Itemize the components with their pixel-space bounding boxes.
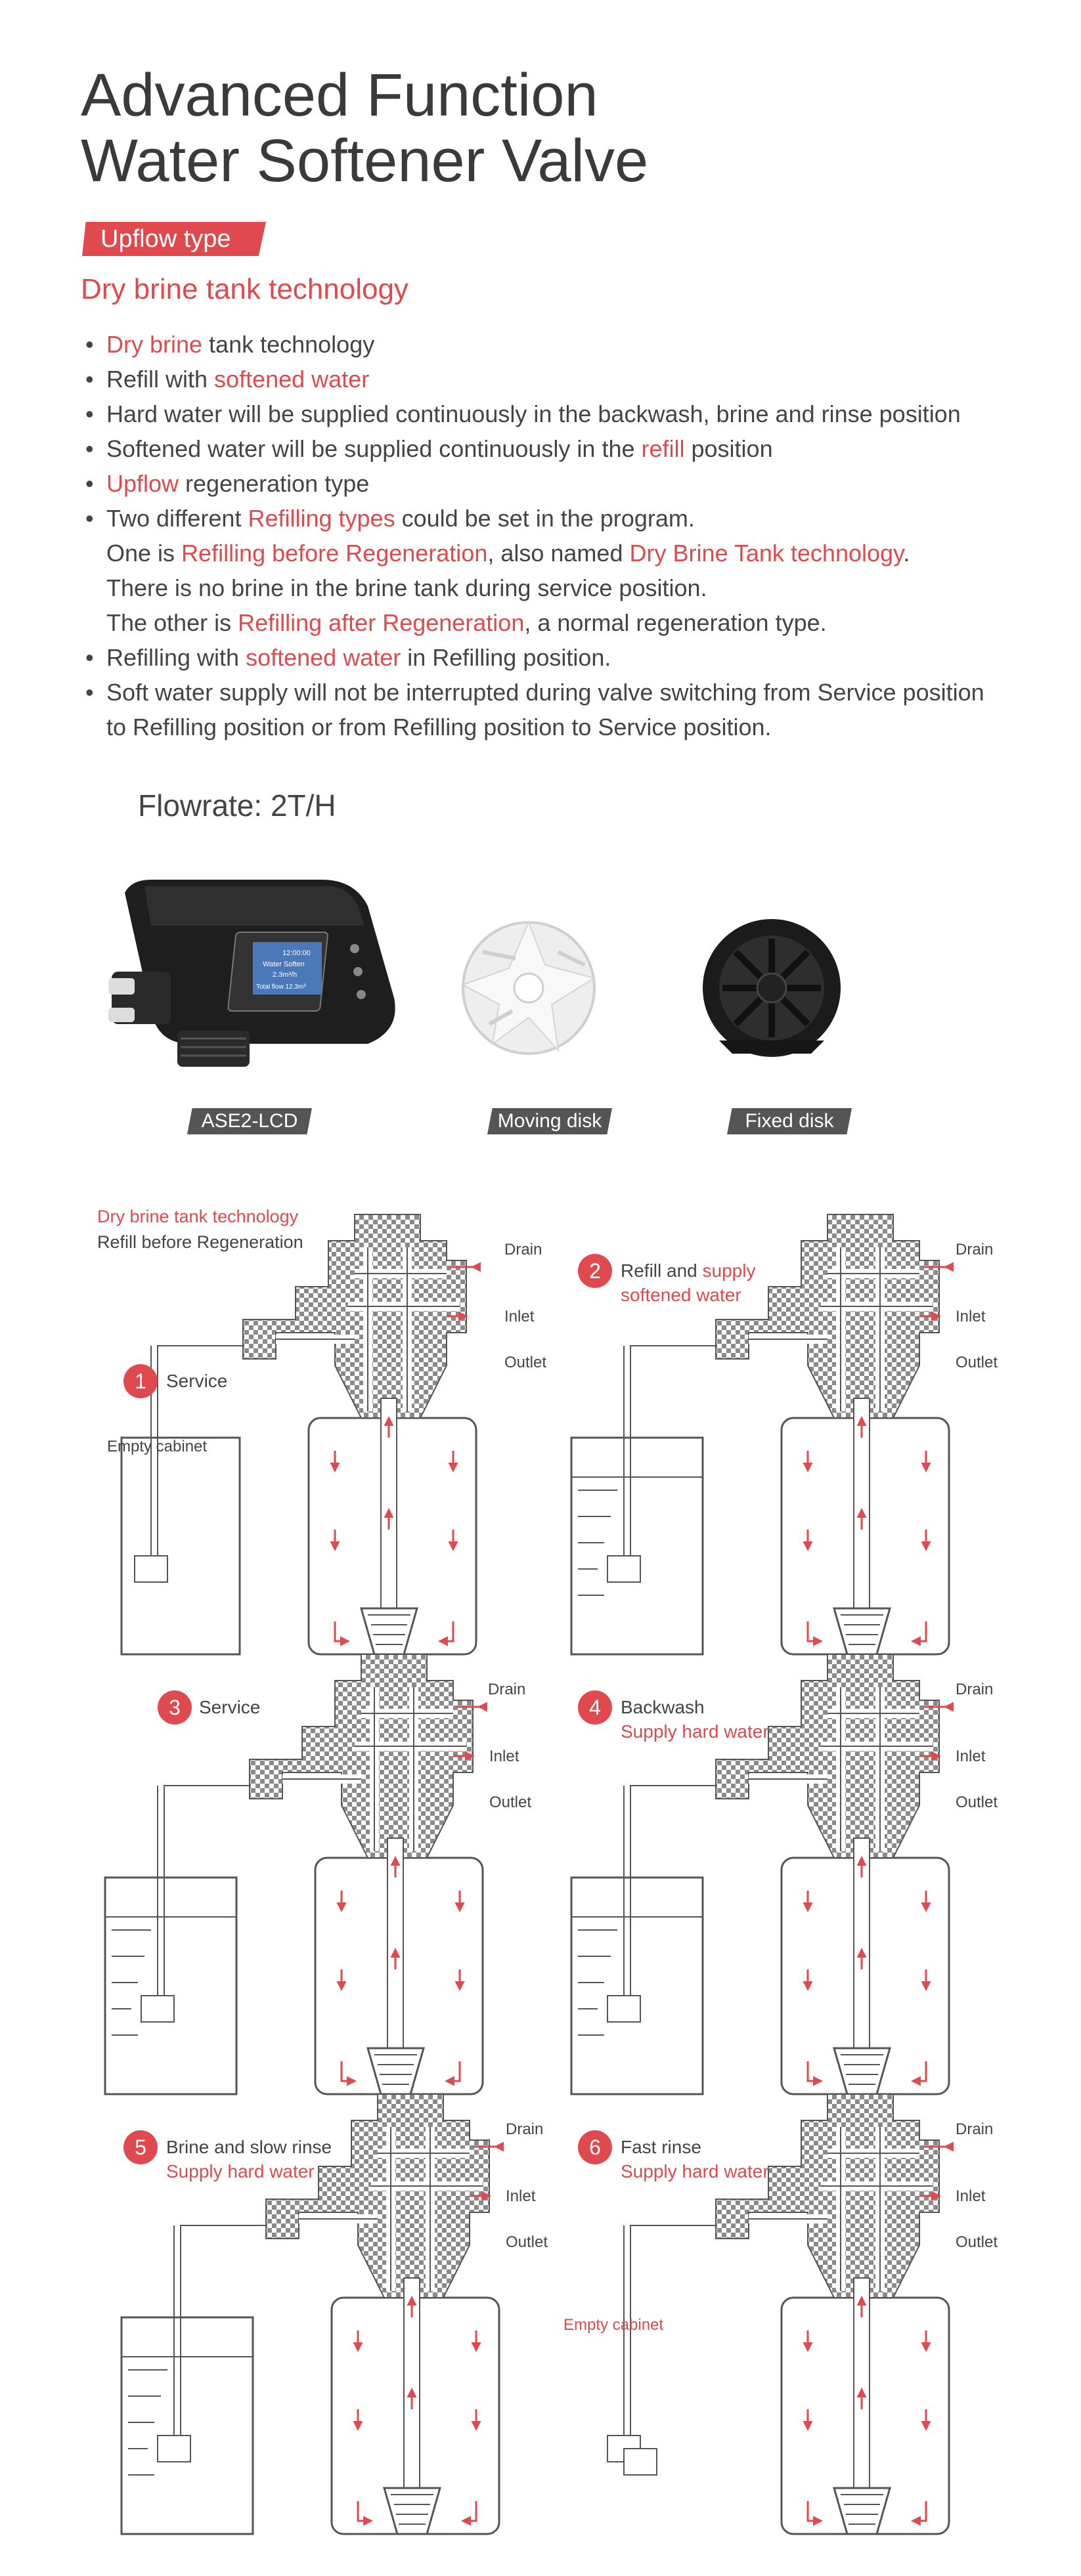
empty-cabinet-label-red: Empty cabinet: [563, 2316, 664, 2334]
step-number-5: 5: [123, 2130, 158, 2164]
list-item: Soft water supply will not be interrupte…: [80, 675, 1046, 744]
diagram-intro-red: Dry brine tank technology: [97, 1207, 299, 1226]
subhead: Dry brine tank technology: [81, 273, 408, 305]
page-title: Advanced Function Water Softener Valve: [81, 62, 648, 194]
diagram-intro: Refill before Regeneration: [97, 1232, 303, 1252]
step-number-3: 3: [158, 1690, 192, 1725]
drain-label-6: Drain: [956, 2120, 994, 2138]
product-label-valve: ASE2-LCD: [187, 1108, 312, 1134]
drain-label-4: Drain: [956, 1681, 994, 1698]
inlet-label-4: Inlet: [956, 1748, 986, 1765]
list-item: Refilling with softened water in Refilli…: [80, 640, 1046, 675]
product-label-moving-disk: Moving disk: [487, 1108, 612, 1134]
outlet-label-6: Outlet: [956, 2233, 998, 2251]
upflow-type-tag: Upflow type: [82, 222, 266, 256]
drain-label-1: Drain: [504, 1241, 542, 1258]
step-label-2-line-2: softened water: [621, 1285, 741, 1305]
inlet-label-2: Inlet: [956, 1308, 986, 1325]
lcd-line-1: 12:00:00: [282, 949, 311, 957]
inlet-label-1: Inlet: [504, 1308, 535, 1325]
fixed-disk-image: [703, 919, 841, 1057]
step-label-5: Brine and slow rinse: [166, 2137, 332, 2157]
title-line-1: Advanced Function: [81, 62, 598, 129]
valve-controller-image: 12:00:00 Water Soften 2.3m³/h Total flow…: [108, 880, 395, 1067]
product-label-fixed-disk: Fixed disk: [727, 1108, 852, 1134]
step-number-1: 1: [123, 1364, 158, 1398]
lcd-line-3: 2.3m³/h: [273, 971, 297, 979]
step-label-4: Backwash: [621, 1697, 705, 1717]
flowrate-label: Flowrate: 2T/H: [138, 788, 336, 823]
step-label-6: Fast rinse: [621, 2137, 701, 2157]
empty-cabinet-label: Empty cabinet: [107, 1438, 208, 1455]
step-label-2: Refill and supply: [621, 1260, 756, 1281]
diagram-backwash-4: [570, 1641, 985, 2101]
title-line-2: Water Softener Valve: [81, 127, 649, 194]
list-item: Dry brine tank technology: [80, 327, 1046, 362]
lcd-line-4: Total flow 12.3m³: [256, 983, 306, 991]
list-item: Hard water will be supplied continuously…: [80, 397, 1046, 431]
list-item: Refill with softened water: [80, 362, 1046, 397]
outlet-label-4: Outlet: [956, 1793, 998, 1811]
outlet-label-2: Outlet: [956, 1354, 998, 1371]
diagram-service-1: [120, 1201, 512, 1661]
diagram-refill-2: [570, 1201, 985, 1661]
step-label-3: Service: [199, 1697, 261, 1717]
drain-label-5: Drain: [506, 2120, 544, 2138]
inlet-label-6: Inlet: [956, 2187, 986, 2205]
step-number-4: 4: [578, 1690, 612, 1725]
step-label-1: Service: [166, 1371, 228, 1391]
moving-disk-image: [461, 920, 596, 1055]
step-label-6-sub: Supply hard water: [621, 2161, 769, 2181]
step-number-6: 6: [578, 2130, 612, 2164]
inlet-label-3: Inlet: [489, 1748, 519, 1765]
feature-list: Dry brine tank technology Refill with so…: [80, 327, 1046, 744]
step-label-5-sub: Supply hard water: [166, 2161, 315, 2181]
list-item: Upflow regeneration type: [80, 466, 1046, 501]
drain-label-2: Drain: [956, 1241, 994, 1258]
inlet-label-5: Inlet: [506, 2187, 536, 2205]
outlet-label-3: Outlet: [489, 1793, 532, 1811]
diagram-service-3: [104, 1641, 519, 2101]
outlet-label-5: Outlet: [506, 2233, 548, 2251]
step-number-2: 2: [578, 1254, 612, 1288]
outlet-label-1: Outlet: [504, 1354, 547, 1371]
list-item: Softened water will be supplied continuo…: [80, 431, 1046, 466]
drain-label-3: Drain: [488, 1681, 526, 1698]
lcd-line-2: Water Soften: [263, 960, 305, 968]
diagram-fast-rinse-6: [552, 2081, 985, 2541]
step-label-4-sub: Supply hard water: [621, 1721, 769, 1742]
list-item: Two different Refilling types could be s…: [80, 501, 1046, 640]
